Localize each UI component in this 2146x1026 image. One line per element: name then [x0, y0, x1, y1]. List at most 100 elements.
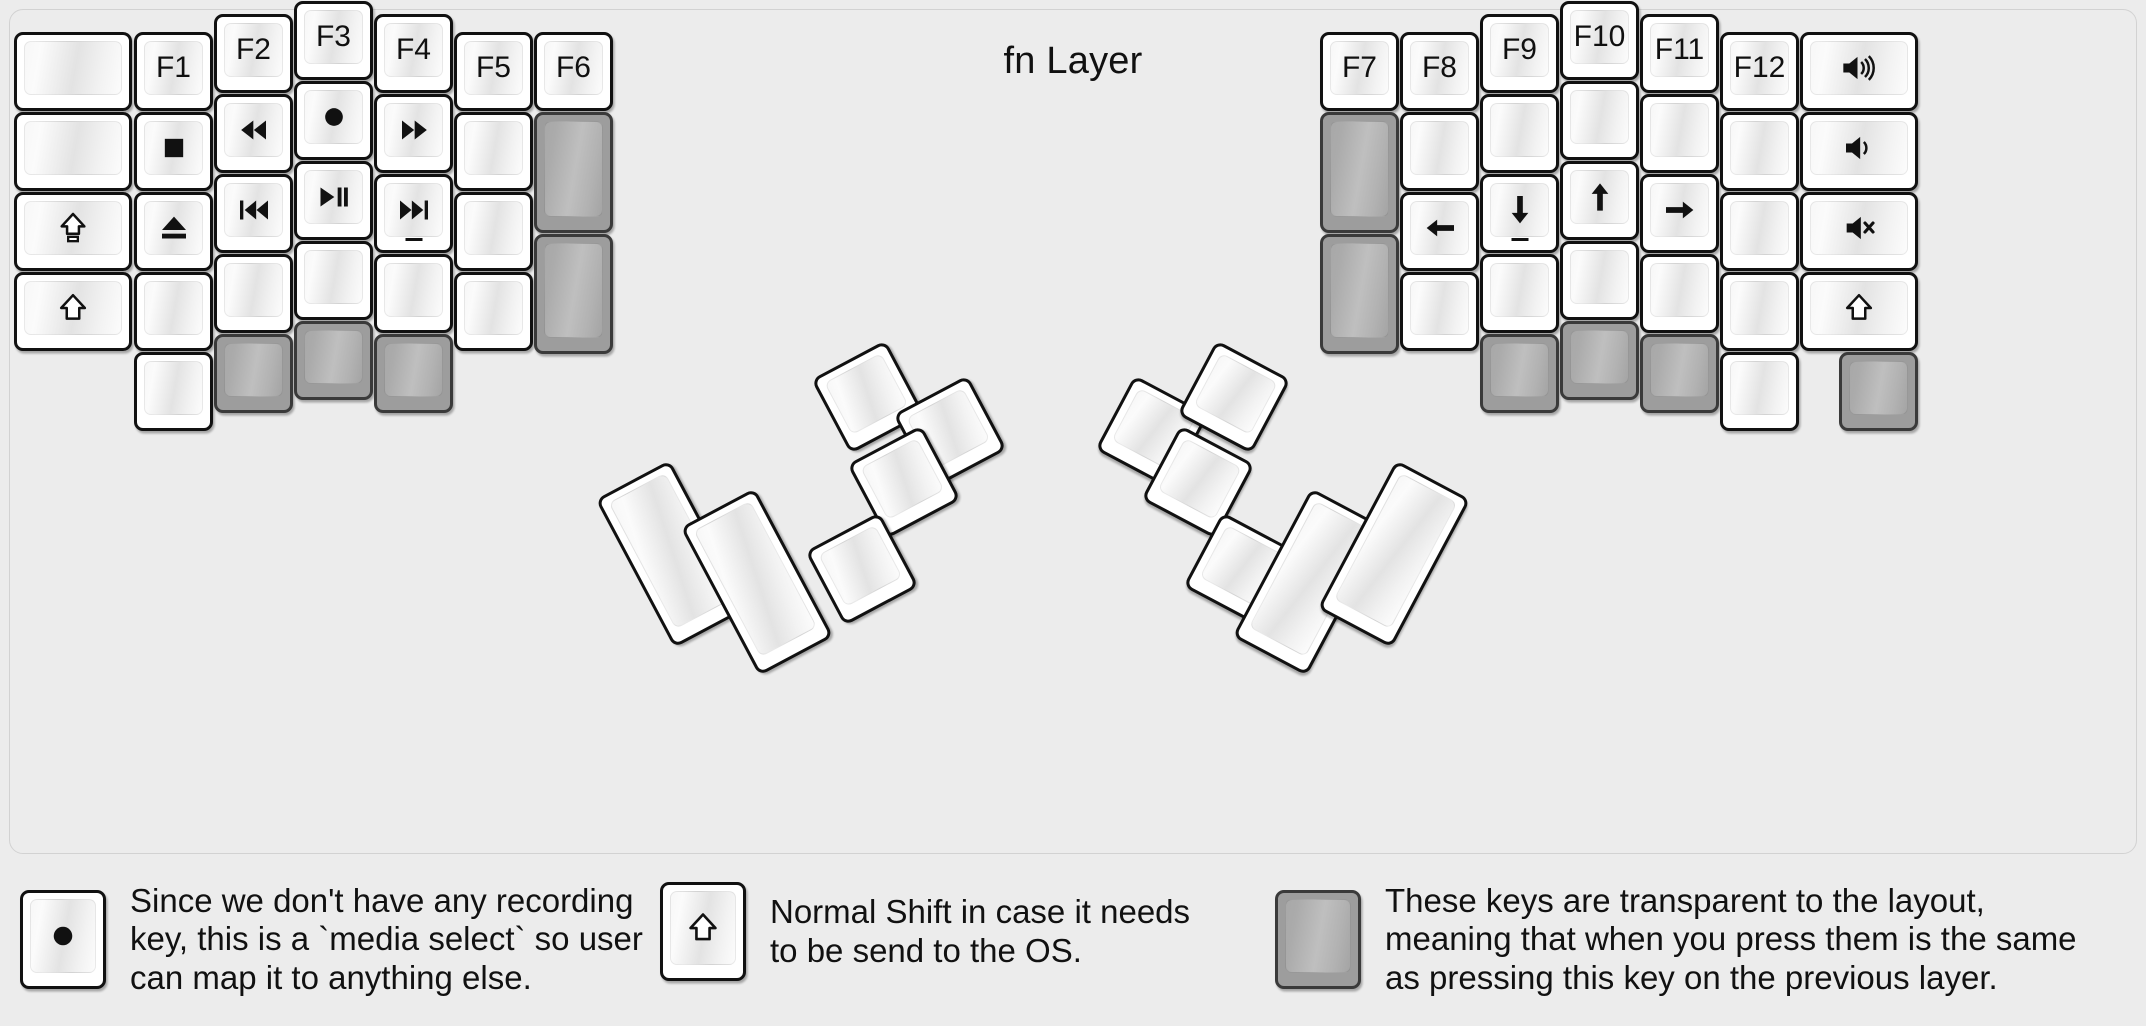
keycap-face: [544, 121, 603, 217]
key-right-index-4[interactable]: [1480, 254, 1559, 333]
key-left-ring-5[interactable]: [214, 334, 293, 413]
key-label: F4: [395, 33, 431, 66]
key-left-pinky-2[interactable]: [134, 112, 213, 191]
volume-mute-icon: [1839, 208, 1879, 248]
key-right-index-5[interactable]: [1480, 334, 1559, 413]
keycap-face: [24, 201, 122, 255]
keycap-face: [1730, 281, 1789, 335]
key-left-pinky-outer-1[interactable]: [14, 32, 132, 111]
key-right-inner-extra-1[interactable]: F7: [1320, 32, 1399, 111]
key-left-inner-extra-3[interactable]: [534, 233, 613, 354]
key-left-index-5[interactable]: [374, 334, 453, 413]
keycap-face: [1490, 103, 1549, 157]
stop-icon: [154, 128, 194, 168]
key-right-middle-1[interactable]: F10: [1560, 1, 1639, 80]
key-left-pinky-3[interactable]: [134, 192, 213, 271]
key-right-index-inner-1[interactable]: F8: [1400, 32, 1479, 111]
arrow-right-icon: [1660, 190, 1700, 230]
key-right-pinky-1[interactable]: F12: [1720, 32, 1799, 111]
keycap-face: [1650, 183, 1709, 237]
key-left-pinky-outer-4[interactable]: [14, 272, 132, 351]
key-left-ring-2[interactable]: [214, 94, 293, 173]
key-left-inner-extra-2[interactable]: [534, 112, 613, 233]
keycap-face: [1849, 361, 1908, 415]
key-label: F11: [1654, 33, 1705, 66]
key-right-middle-5[interactable]: [1560, 321, 1639, 400]
key-left-middle-2[interactable]: [294, 81, 373, 160]
key-right-inner-extra-3[interactable]: [1320, 233, 1399, 354]
key-right-pinky-outer-4[interactable]: [1800, 272, 1918, 351]
key-right-index-inner-4[interactable]: [1400, 272, 1479, 351]
key-left-ring-1[interactable]: F2: [214, 14, 293, 93]
volume-down-icon: [1839, 128, 1879, 168]
key-right-ring-2[interactable]: [1640, 94, 1719, 173]
key-left-index-1[interactable]: F4: [374, 14, 453, 93]
key-right-pinky-5[interactable]: [1720, 352, 1799, 431]
key-left-middle-4[interactable]: [294, 241, 373, 320]
key-right-middle-4[interactable]: [1560, 241, 1639, 320]
keycap-face: [1810, 41, 1908, 95]
keycap-face: [384, 263, 443, 317]
keycap-face: [1193, 352, 1278, 435]
key-left-middle-3[interactable]: [294, 161, 373, 240]
key-right-pinky-4[interactable]: [1720, 272, 1799, 351]
keycap-face: [384, 343, 443, 397]
key-left-pinky-outer-2[interactable]: [14, 112, 132, 191]
key-left-pinky-5[interactable]: [134, 352, 213, 431]
keycap-face: F4: [384, 23, 443, 77]
page-title: fn Layer: [1003, 40, 1143, 82]
keycap-face: [144, 121, 203, 175]
key-right-pinky-outer-1[interactable]: [1800, 32, 1918, 111]
key-label: F10: [1573, 20, 1626, 53]
homing-bump-indicator: [1511, 238, 1528, 241]
key-right-index-inner-3[interactable]: [1400, 192, 1479, 271]
key-right-middle-2[interactable]: [1560, 81, 1639, 160]
key-left-ring-4[interactable]: [214, 254, 293, 333]
key-left-pinky-outer-3[interactable]: [14, 192, 132, 271]
keycap-face: [1570, 170, 1629, 224]
key-left-index-inner-1[interactable]: F5: [454, 32, 533, 111]
key-left-index-inner-3[interactable]: [454, 192, 533, 271]
keycap-face: [224, 183, 283, 237]
key-right-pinky-2[interactable]: [1720, 112, 1799, 191]
key-right-pinky-outer-3[interactable]: [1800, 192, 1918, 271]
key-right-inner-extra-2[interactable]: [1320, 112, 1399, 233]
key-label: F5: [475, 51, 511, 84]
key-right-index-inner-2[interactable]: [1400, 112, 1479, 191]
key-left-inner-extra-1[interactable]: F6: [534, 32, 613, 111]
key-left-index-3[interactable]: [374, 174, 453, 253]
arrow-left-icon: [1420, 208, 1460, 248]
key-right-pinky-outer-2[interactable]: [1800, 112, 1918, 191]
key-left-index-4[interactable]: [374, 254, 453, 333]
key-left-pinky-4[interactable]: [134, 272, 213, 351]
key-right-pinky-3[interactable]: [1720, 192, 1799, 271]
keycap-face: F2: [224, 23, 283, 77]
key-right-middle-3[interactable]: [1560, 161, 1639, 240]
keycap-face: F6: [544, 41, 603, 95]
key-left-pinky-1[interactable]: F1: [134, 32, 213, 111]
key-right-index-1[interactable]: F9: [1480, 14, 1559, 93]
keycap-face: [304, 170, 363, 224]
keycap-face: [824, 352, 909, 435]
key-left-ring-3[interactable]: [214, 174, 293, 253]
keycap-face: [1810, 121, 1908, 175]
keycap-face: [818, 524, 903, 607]
key-right-pinky-outer-5[interactable]: [1839, 352, 1918, 431]
key-left-index-inner-4[interactable]: [454, 272, 533, 351]
keycap-face: [670, 891, 736, 965]
keycap-face: [30, 898, 96, 973]
key-right-index-2[interactable]: [1480, 94, 1559, 173]
key-left-middle-1[interactable]: F3: [294, 1, 373, 80]
keycap-face: [544, 242, 603, 338]
key-left-index-2[interactable]: [374, 94, 453, 173]
previous-track-icon: [234, 190, 274, 230]
keycap-face: [1730, 201, 1789, 255]
play-pause-icon: [314, 177, 354, 217]
key-right-ring-3[interactable]: [1640, 174, 1719, 253]
key-left-index-inner-2[interactable]: [454, 112, 533, 191]
key-right-index-3[interactable]: [1480, 174, 1559, 253]
key-left-middle-5[interactable]: [294, 321, 373, 400]
key-right-ring-1[interactable]: F11: [1640, 14, 1719, 93]
key-right-ring-5[interactable]: [1640, 334, 1719, 413]
key-right-ring-4[interactable]: [1640, 254, 1719, 333]
